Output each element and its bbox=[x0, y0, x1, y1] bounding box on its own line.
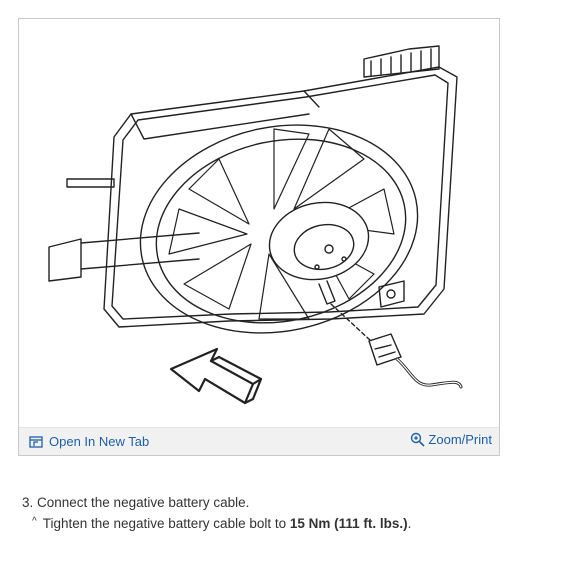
figure-footer: Open In New Tab Zoom/Print bbox=[19, 427, 499, 455]
sub-step-end: . bbox=[407, 516, 412, 531]
torque-value: 15 Nm (111 ft. lbs.) bbox=[289, 516, 408, 531]
cooling-fan-assembly-diagram bbox=[48, 45, 463, 405]
zoom-print-label: Zoom/Print bbox=[428, 432, 492, 447]
magnifier-plus-icon bbox=[410, 432, 425, 447]
open-in-new-tab-icon bbox=[29, 435, 43, 448]
sub-step-marker: ^ bbox=[32, 516, 37, 527]
step-3-text: 3. Connect the negative battery cable. bbox=[22, 495, 250, 510]
zoom-print-link[interactable]: Zoom/Print bbox=[410, 432, 492, 447]
open-in-new-tab-link[interactable]: Open In New Tab bbox=[29, 434, 149, 449]
sub-step: ^ Tighten the negative battery cable bolt… bbox=[32, 516, 411, 531]
open-in-new-tab-label: Open In New Tab bbox=[49, 434, 150, 449]
sub-step-text: Tighten the negative battery cable bolt … bbox=[42, 516, 290, 531]
figure-card: Open In New Tab Zoom/Print bbox=[18, 18, 500, 456]
instruction-steps: 3. Connect the negative battery cable. ^… bbox=[22, 495, 411, 531]
